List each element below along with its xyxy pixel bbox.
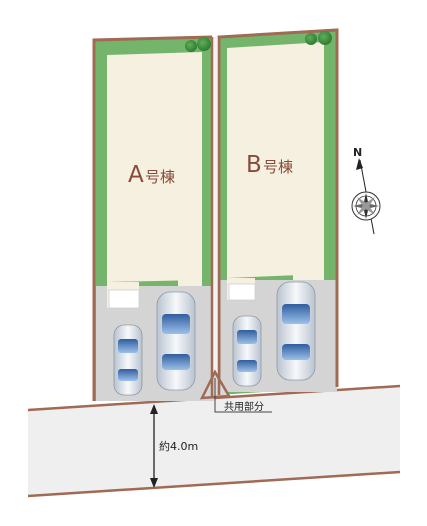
road-width-label: 約4.0m — [159, 439, 198, 453]
compass-rose-icon — [351, 191, 381, 221]
car-icon — [113, 324, 143, 396]
building-a-suffix: 号棟 — [145, 168, 175, 186]
tree-icon — [305, 31, 332, 45]
car-icon — [156, 291, 196, 391]
building-b-letter: B — [246, 152, 262, 178]
car-icon — [276, 281, 316, 381]
building-a-letter: A — [128, 162, 144, 188]
car-icon — [232, 315, 262, 387]
building-b-suffix: 号棟 — [263, 158, 293, 176]
road-width-dimension — [150, 404, 158, 488]
road — [27, 384, 401, 498]
lot-a — [92, 35, 214, 401]
shared-area-leader — [214, 378, 272, 413]
north-label: N — [353, 146, 362, 159]
tree-icon — [185, 37, 211, 52]
shared-area-label: 共用部分 — [224, 400, 264, 413]
shared-area — [199, 37, 232, 400]
